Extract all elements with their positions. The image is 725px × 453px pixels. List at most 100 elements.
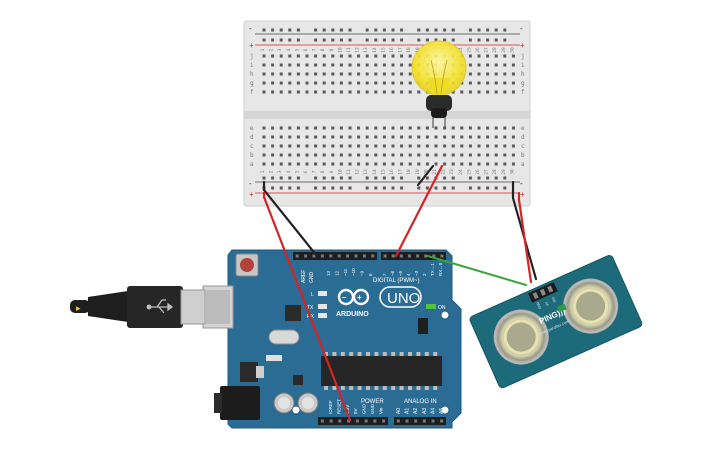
usb-cable[interactable]: ▸	[70, 286, 206, 328]
breadboard-hole	[365, 135, 369, 139]
wire-black-bulb-to-rail[interactable]	[416, 164, 435, 187]
chip-pin	[391, 352, 396, 356]
rail-hole	[339, 176, 343, 180]
breadboard-hole	[288, 63, 292, 67]
breadboard-hole	[339, 54, 343, 58]
rail-hole	[331, 176, 335, 180]
rail-hole	[322, 186, 326, 190]
rail-hole	[382, 186, 386, 190]
breadboard-hole	[486, 126, 490, 130]
breadboard-hole	[486, 81, 490, 85]
bulb-filament	[430, 59, 448, 95]
chip-pin	[408, 352, 412, 356]
rail-minus-symbol: -	[249, 24, 252, 33]
breadboard-hole	[408, 126, 412, 130]
usb-tail-mark: ▸	[76, 303, 81, 313]
breadboard-hole	[417, 135, 421, 139]
sensor-pin-label: SIG	[551, 296, 557, 303]
wire-black-gnd-to-rail[interactable]	[262, 180, 319, 258]
analog-pin-label: A4	[430, 408, 436, 414]
rail-hole	[434, 28, 438, 32]
breadboard-hole	[486, 90, 490, 94]
breadboard-hole	[279, 63, 283, 67]
wire-green-signal[interactable]	[427, 255, 527, 286]
logo-plus: +	[357, 293, 362, 302]
breadboard-hole	[494, 90, 498, 94]
breadboard-hole	[296, 126, 300, 130]
header-hole	[355, 419, 359, 423]
breadboard-hole	[486, 135, 490, 139]
rail-hole	[494, 186, 498, 190]
breadboard-hole	[271, 153, 275, 157]
header-hole	[338, 419, 342, 423]
row-label: j	[250, 53, 254, 60]
breadboard-hole	[348, 90, 352, 94]
breadboard-hole	[400, 54, 404, 58]
breadboard-hole	[305, 81, 309, 85]
column-label: 30	[509, 169, 515, 175]
header-hole	[440, 254, 444, 258]
crystal-oscillator	[268, 329, 300, 345]
rail-plus-symbol-right: +	[520, 41, 525, 50]
wire-red-sensor-5v[interactable]	[517, 191, 533, 284]
uno-label: UNO	[387, 290, 420, 307]
rail-hole	[365, 176, 369, 180]
breadboard-hole	[365, 81, 369, 85]
breadboard-hole	[417, 90, 421, 94]
rail-hole	[494, 28, 498, 32]
chip-pin	[433, 386, 438, 390]
wire-black-sensor-gnd[interactable]	[511, 180, 538, 281]
breadboard-hole	[374, 90, 378, 94]
chip-pin	[433, 352, 438, 356]
breadboard-hole	[357, 135, 361, 139]
breadboard-hole	[425, 126, 429, 130]
breadboard-hole	[296, 90, 300, 94]
breadboard-hole	[443, 153, 447, 157]
breadboard-hole	[374, 162, 378, 166]
row-label: b	[250, 152, 254, 159]
breadboard-hole	[271, 90, 275, 94]
wire-red-5v-to-rail[interactable]	[262, 191, 352, 422]
rail-hole	[279, 38, 283, 42]
breadboard-hole	[486, 63, 490, 67]
wire-red-pin-to-bulb[interactable]	[394, 164, 444, 258]
breadboard-hole	[374, 135, 378, 139]
breadboard-hole	[305, 126, 309, 130]
light-bulb-icon[interactable]	[411, 40, 467, 128]
sensor-led	[557, 303, 567, 313]
header-hole	[337, 254, 341, 258]
rail-hole	[451, 176, 455, 180]
rail-hole	[443, 176, 447, 180]
breadboard-hole	[460, 135, 464, 139]
capacitor-top	[302, 397, 314, 409]
header-hole	[422, 419, 426, 423]
rail-plus-symbol-bottom-right: +	[520, 190, 525, 199]
column-label: 12	[355, 169, 361, 175]
breadboard-hole	[511, 162, 515, 166]
column-label: 27	[484, 169, 490, 175]
header-hole	[312, 254, 316, 258]
power-pin-label: 5V	[353, 408, 358, 414]
rail-hole	[314, 28, 318, 32]
rail-hole	[348, 176, 352, 180]
breadboard-hole	[382, 135, 386, 139]
reset-button[interactable]	[240, 258, 254, 272]
breadboard-hole	[434, 135, 438, 139]
rail-hole	[425, 28, 429, 32]
rail-hole	[339, 186, 343, 190]
breadboard-hole	[391, 126, 395, 130]
rail-hole	[486, 38, 490, 42]
column-label: 28	[492, 169, 498, 175]
small-chip	[293, 375, 303, 385]
breadboard-hole	[262, 81, 266, 85]
column-label: 3	[277, 170, 283, 173]
usb-plug-metal	[180, 289, 206, 325]
bulb-neck	[428, 78, 450, 95]
digital-pin-label: ~6	[390, 270, 395, 276]
breadboard-hole	[322, 63, 326, 67]
breadboard-hole	[339, 126, 343, 130]
